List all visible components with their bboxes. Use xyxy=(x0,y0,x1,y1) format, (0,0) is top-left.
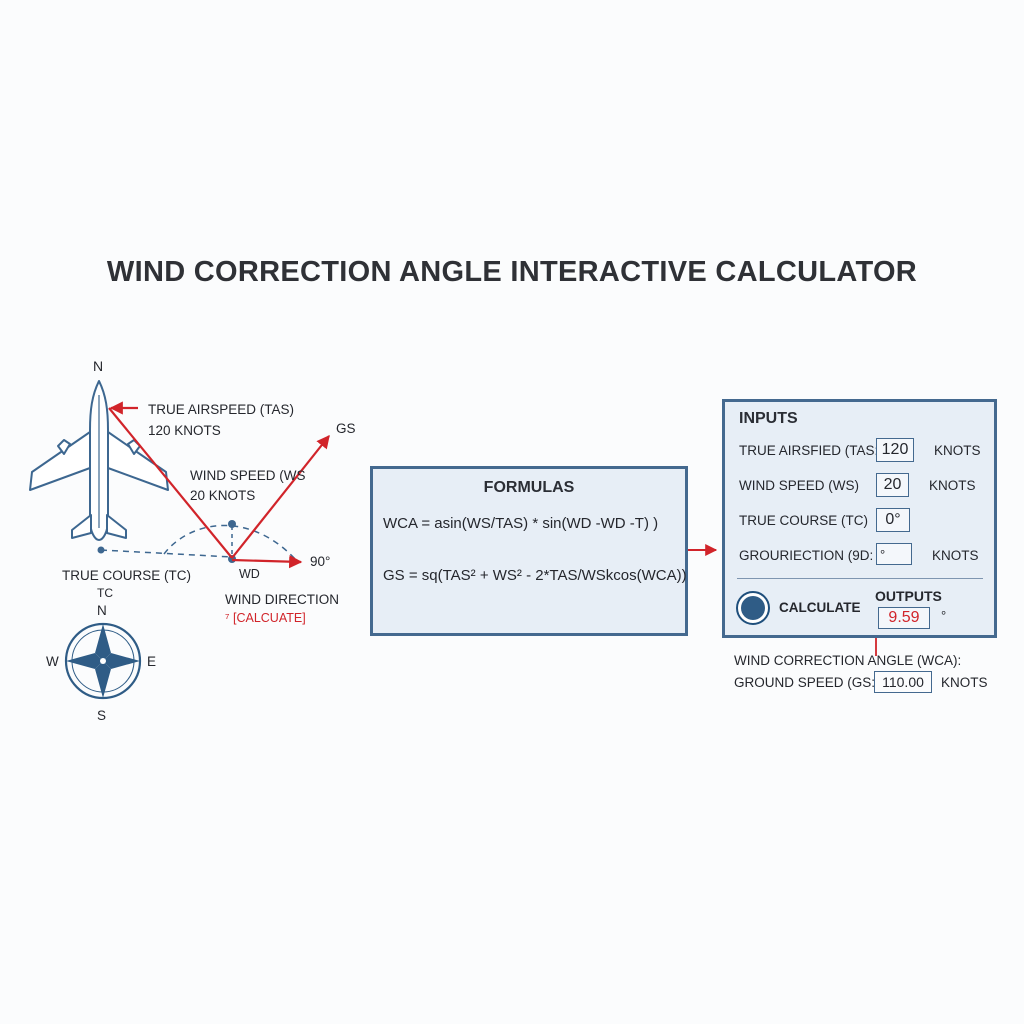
north-label: N xyxy=(93,358,104,374)
compass-s-label: S xyxy=(97,708,107,723)
wca-result-label: WIND CORRECTION ANGLE (WCA): xyxy=(734,653,962,668)
gd-input[interactable] xyxy=(876,543,912,565)
tc-input-label: TRUE COURSE (TC) xyxy=(739,513,868,528)
gs-output-unit: KNOTS xyxy=(941,675,988,690)
ws-input[interactable] xyxy=(876,473,909,497)
ws-unit: KNOTS xyxy=(929,478,976,493)
compass-n-label: N xyxy=(97,603,107,618)
inputs-header: INPUTS xyxy=(739,410,798,427)
gd-input-label: GROURIECTION (9D: xyxy=(739,548,874,563)
inputs-panel: INPUTS TRUE AIRSFIED (TAS: KNOTS WIND SP… xyxy=(722,399,997,638)
wind-top-dot xyxy=(228,520,236,528)
calculate-label: CALCULATE xyxy=(779,600,861,615)
wd-label: WD xyxy=(239,567,260,581)
formulas-header: FORMULAS xyxy=(483,479,575,496)
compass-rose-icon xyxy=(64,622,142,700)
ws-label: WIND SPEED (WS xyxy=(190,468,306,483)
calculate-link[interactable]: ⁷ [CALCUATE] xyxy=(225,611,306,625)
gs-output: 110.00 xyxy=(874,671,932,693)
tas-value-label: 120 KNOTS xyxy=(148,423,221,438)
tas-input[interactable] xyxy=(876,438,914,462)
outputs-header: OUTPUTS xyxy=(875,588,942,604)
tas-unit: KNOTS xyxy=(934,443,981,458)
tas-vector xyxy=(108,407,233,559)
wind-direction-label: WIND DIRECTION xyxy=(225,592,339,607)
page-title: WIND CORRECTION ANGLE INTERACTIVE CALCUL… xyxy=(106,256,918,288)
course-origin-dot xyxy=(97,546,105,554)
wca-formula: WCA = asin(WS/TAS) * sin(WD -WD -T) ) xyxy=(383,515,659,532)
tas-input-label: TRUE AIRSFIED (TAS: xyxy=(739,443,879,458)
tas-label: TRUE AIRSPEED (TAS) xyxy=(148,402,295,417)
compass-w-label: W xyxy=(46,654,59,669)
gs-result-label: GROUND SPEED (GS: xyxy=(734,675,876,690)
panel-divider xyxy=(737,578,983,579)
calculate-button-dot xyxy=(741,596,765,620)
calculate-button[interactable] xyxy=(736,591,770,625)
formulas-panel: FORMULAS WCA = asin(WS/TAS) * sin(WD -WD… xyxy=(370,466,688,636)
tc-input[interactable] xyxy=(876,508,910,532)
wind-arc xyxy=(163,524,297,561)
gs-vector-label: GS xyxy=(336,421,356,436)
gs-vector xyxy=(231,434,330,559)
ws-value-label: 20 KNOTS xyxy=(190,488,256,503)
gd-unit: KNOTS xyxy=(932,548,979,563)
true-course-label: TRUE COURSE (TC) xyxy=(62,568,191,583)
ws-input-label: WIND SPEED (WS) xyxy=(739,478,859,493)
compass-e-label: E xyxy=(147,654,157,669)
airplane-icon xyxy=(29,380,169,541)
wca-output: 9.59 xyxy=(878,607,930,629)
tc-short-label: TC xyxy=(97,586,113,600)
gs-formula: GS = sq(TAS² + WS² - 2*TAS/WSkcos(WCA)) xyxy=(383,567,687,584)
angle-label: 90° xyxy=(310,554,331,569)
wind-vector xyxy=(231,555,303,569)
wca-output-unit: ° xyxy=(941,608,947,623)
